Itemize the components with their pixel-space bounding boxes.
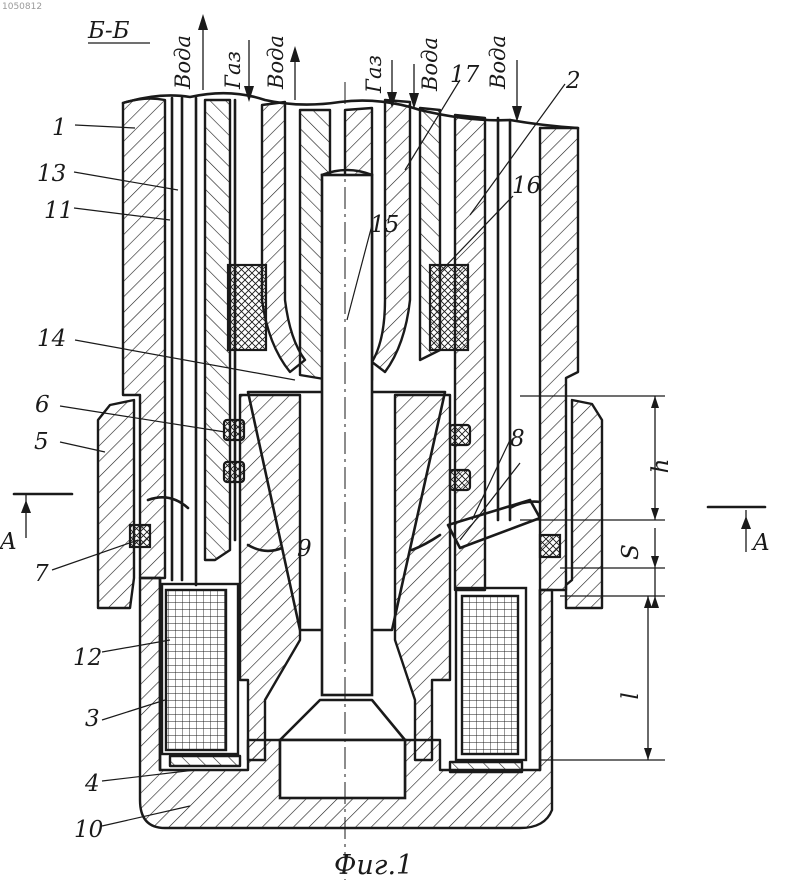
document-number: 1050812 <box>2 2 42 12</box>
flow-label-water-3: Вода <box>418 37 442 92</box>
part-label-2: 2 <box>565 68 581 94</box>
insulator-left <box>228 265 266 350</box>
seal-left <box>130 525 150 547</box>
dimension-s: S <box>618 544 644 560</box>
flow-label-water-4: Вода <box>486 35 510 90</box>
figure-caption: Фиг.1 <box>334 850 413 881</box>
seal-right <box>540 535 560 557</box>
flow-label-water-1: Вода <box>171 35 195 90</box>
part-label-10: 10 <box>74 817 103 843</box>
part-label-4: 4 <box>84 771 100 797</box>
outlet-orifice <box>280 700 405 798</box>
part-label-13: 13 <box>37 161 66 187</box>
part-label-12: 12 <box>73 645 102 671</box>
left-channels <box>172 98 230 585</box>
part-label-16: 16 <box>512 173 541 199</box>
part-label-14: 14 <box>37 326 66 352</box>
part-label-15: 15 <box>370 212 399 238</box>
part-label-8: 8 <box>510 426 525 452</box>
flow-label-water-2: Вода <box>264 35 288 90</box>
part-label-9: 9 <box>297 536 312 562</box>
section-label: Б-Б <box>87 18 130 44</box>
flow-label-gas-1: Газ <box>221 51 245 90</box>
part-label-7: 7 <box>34 561 49 587</box>
insulator-right <box>430 265 468 350</box>
electrode <box>322 170 372 695</box>
part-label-3: 3 <box>85 706 100 732</box>
section-mark-right: A <box>751 530 770 556</box>
part-label-6: 6 <box>35 392 50 418</box>
flow-label-gas-2: Газ <box>362 55 386 94</box>
part-label-1: 1 <box>52 115 67 141</box>
dimension-h: h <box>648 459 674 474</box>
section-mark-left: A <box>0 529 17 555</box>
part-label-17: 17 <box>450 62 480 88</box>
dimension-l: l <box>618 692 644 699</box>
part-label-5: 5 <box>34 429 49 455</box>
part-label-11: 11 <box>44 198 73 224</box>
